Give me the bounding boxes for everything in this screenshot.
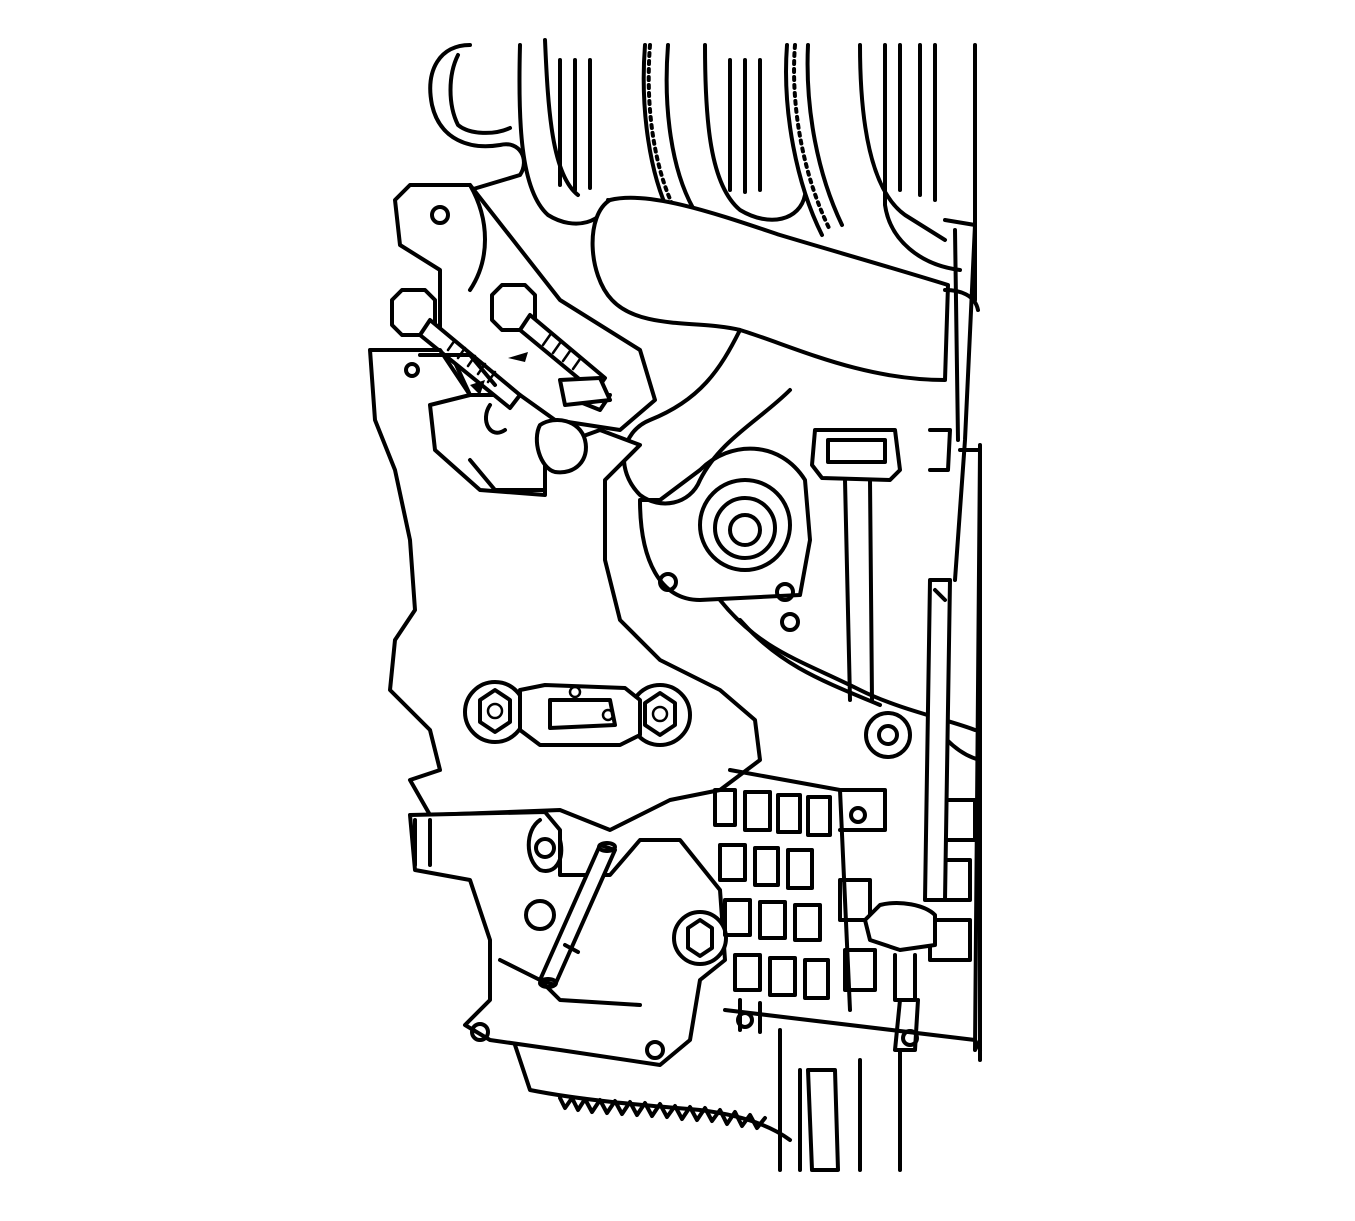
mount-nut (672, 910, 728, 966)
vacuum-line (428, 43, 526, 192)
idler-pulley (864, 711, 912, 759)
wiring-harness (641, 43, 844, 237)
coolant-hose (590, 195, 980, 506)
mount-bolt (490, 283, 607, 394)
engine-mount-bracket (368, 348, 762, 832)
engine-outline (953, 228, 982, 1062)
crankshaft-boss (638, 446, 812, 632)
slot-plate (518, 683, 642, 747)
intake-manifold (517, 38, 977, 302)
mount-nut (463, 680, 527, 744)
oil-pan (513, 1028, 902, 1172)
bracket-slot (558, 376, 612, 407)
alignment-pin (538, 841, 617, 989)
electrical-connector (810, 428, 952, 702)
